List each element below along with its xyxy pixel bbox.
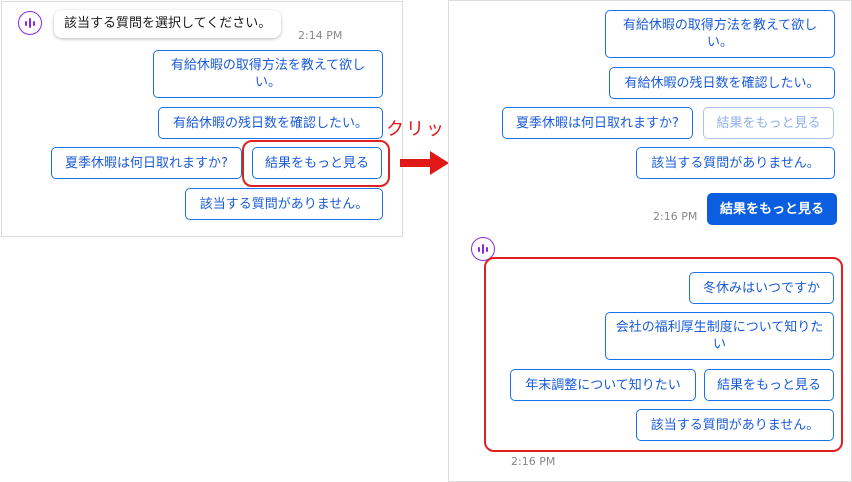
question-button-paid-leave-how[interactable]: 有給休暇の取得方法を教えて欲しい。 [153, 50, 383, 98]
question-button-summer-leave[interactable]: 夏季休暇は何日取れますか? [502, 107, 693, 139]
click-highlight-box [242, 140, 390, 187]
click-label: クリック [386, 119, 466, 140]
no-matching-question-button[interactable]: 該当する質問がありません。 [636, 409, 834, 441]
question-button-winter-leave[interactable]: 冬休みはいつですか [689, 272, 834, 304]
question-button-year-end[interactable]: 年末調整について知りたい [510, 369, 696, 401]
user-message-time: 2:16 PM [653, 210, 698, 223]
more-results-button[interactable]: 結果をもっと見る [252, 147, 382, 179]
question-button-paid-leave-remaining[interactable]: 有給休暇の残日数を確認したい。 [158, 107, 383, 139]
question-button-paid-leave-remaining[interactable]: 有給休暇の残日数を確認したい。 [609, 67, 835, 99]
chat-panel-after: 有給休暇の取得方法を教えて欲しい。 有給休暇の残日数を確認したい。 夏季休暇は何… [448, 0, 852, 482]
message-time-bottom: 2:16 PM [511, 455, 556, 468]
more-results-button[interactable]: 結果をもっと見る [704, 369, 834, 401]
bot-message: 該当する質問を選択してください。 [54, 10, 282, 38]
question-button-paid-leave-how[interactable]: 有給休暇の取得方法を教えて欲しい。 [605, 10, 835, 58]
user-message-more-results: 結果をもっと見る [707, 193, 837, 225]
more-results-button-disabled: 結果をもっと見る [703, 107, 834, 139]
bot-avatar-icon [471, 237, 495, 261]
message-time: 2:14 PM [298, 29, 343, 42]
no-matching-question-button[interactable]: 該当する質問がありません。 [636, 147, 835, 179]
arrow-right-icon [400, 151, 449, 175]
new-results-highlight-box [484, 257, 843, 452]
bot-avatar-icon [18, 11, 42, 35]
no-matching-question-button[interactable]: 該当する質問がありません。 [185, 188, 383, 220]
question-button-welfare[interactable]: 会社の福利厚生制度について知りたい [605, 312, 834, 360]
question-button-summer-leave[interactable]: 夏季休暇は何日取れますか? [51, 147, 242, 179]
chat-panel-before: 該当する質問を選択してください。 2:14 PM 有給休暇の取得方法を教えて欲し… [1, 1, 403, 237]
